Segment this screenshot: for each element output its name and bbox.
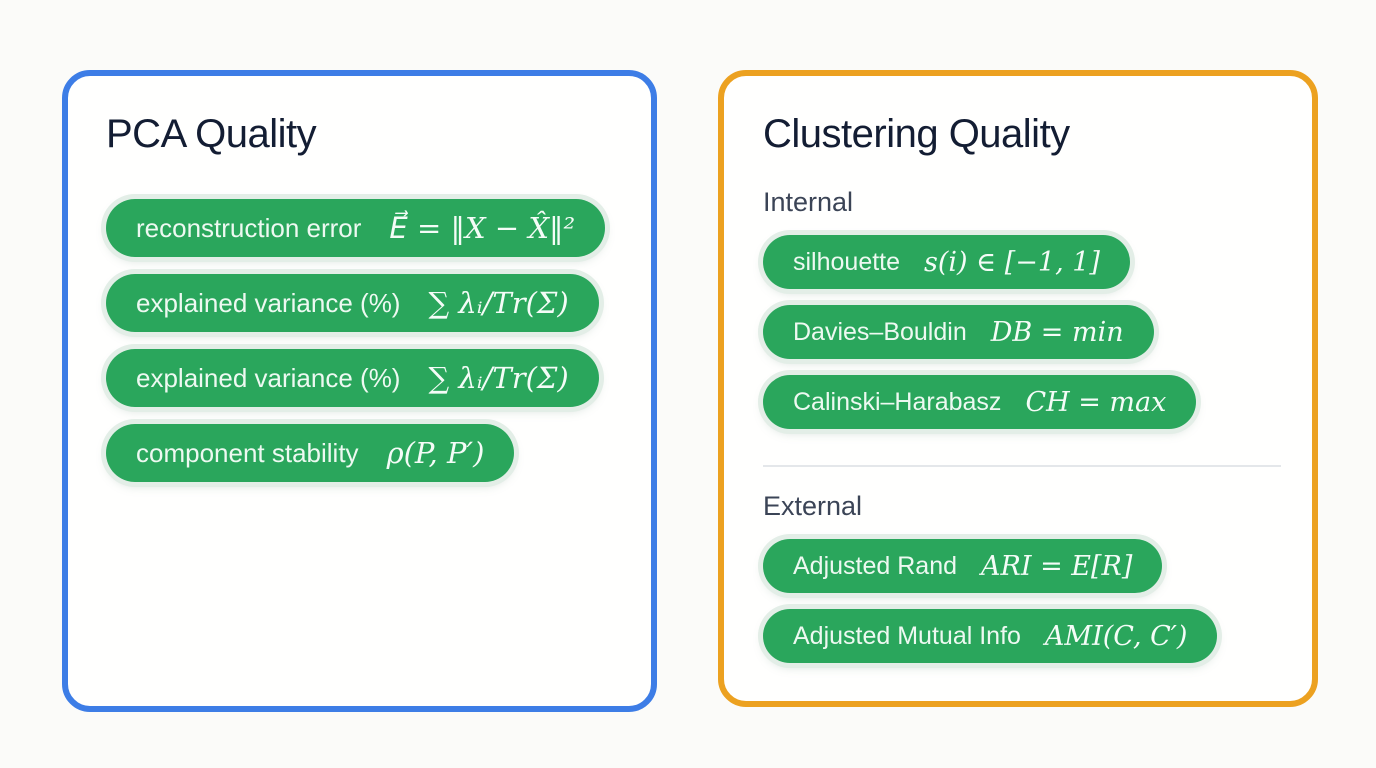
metric-formula: CH = max [1025,386,1167,418]
metric-badge-adjusted-mutual-info: Adjusted Mutual Info AMI(C, C′) [763,609,1218,663]
metric-label: silhouette [793,247,901,276]
metric-badge-explained-variance-1: explained variance (%) ∑ λᵢ/Tr(Σ) [106,274,599,332]
metric-formula: ∑ λᵢ/Tr(Σ) [428,286,569,320]
metric-formula: s(i) ∈ [−1, 1] [924,246,1100,278]
internal-section-heading: Internal [763,187,854,217]
metric-badge-davies-bouldin: Davies–Bouldin DB = min [763,305,1154,359]
pca-quality-card: PCA Quality reconstruction error E⃗ = ‖X… [62,70,657,712]
metric-label: Calinski–Harabasz [793,387,1002,416]
metric-badge-component-stability: component stability ρ(P, P′) [106,424,515,482]
metric-formula: ∑ λᵢ/Tr(Σ) [428,361,569,395]
metric-label: component stability [136,437,359,468]
external-section-heading: External [763,491,863,521]
metric-label: reconstruction error [136,212,362,243]
clustering-card-title: Clustering Quality [763,112,1070,156]
metric-badge-reconstruction-error: reconstruction error E⃗ = ‖X − X̂‖² [106,199,606,257]
metric-badge-explained-variance-2: explained variance (%) ∑ λᵢ/Tr(Σ) [106,349,599,407]
metric-label: Adjusted Rand [793,551,958,580]
metric-formula: ρ(P, P′) [386,436,485,470]
internal-metric-list: silhouette s(i) ∈ [−1, 1] Davies–Bouldin… [763,235,1312,429]
metric-formula: ARI = E[R] [981,550,1133,582]
metric-badge-adjusted-rand: Adjusted Rand ARI = E[R] [763,539,1163,593]
pca-metric-list: reconstruction error E⃗ = ‖X − X̂‖² expl… [106,199,651,482]
internal-metrics-section: Internal silhouette s(i) ∈ [−1, 1] Davie… [763,187,1312,429]
clustering-quality-card: Clustering Quality Internal silhouette s… [718,70,1318,707]
metric-badge-calinski-harabasz: Calinski–Harabasz CH = max [763,375,1197,429]
metric-label: explained variance (%) [136,287,401,318]
pca-card-title: PCA Quality [106,112,317,156]
metric-formula: E⃗ = ‖X − X̂‖² [389,211,576,245]
metric-formula: DB = min [990,316,1124,348]
external-metrics-section: External Adjusted Rand ARI = E[R] Adjust… [763,491,1312,663]
metric-badge-silhouette: silhouette s(i) ∈ [−1, 1] [763,235,1130,289]
section-divider [763,465,1281,467]
metric-label: explained variance (%) [136,362,401,393]
metric-label: Davies–Bouldin [793,317,967,346]
metric-label: Adjusted Mutual Info [793,621,1021,650]
metric-formula: AMI(C, C′) [1044,620,1188,652]
external-metric-list: Adjusted Rand ARI = E[R] Adjusted Mutual… [763,539,1312,663]
